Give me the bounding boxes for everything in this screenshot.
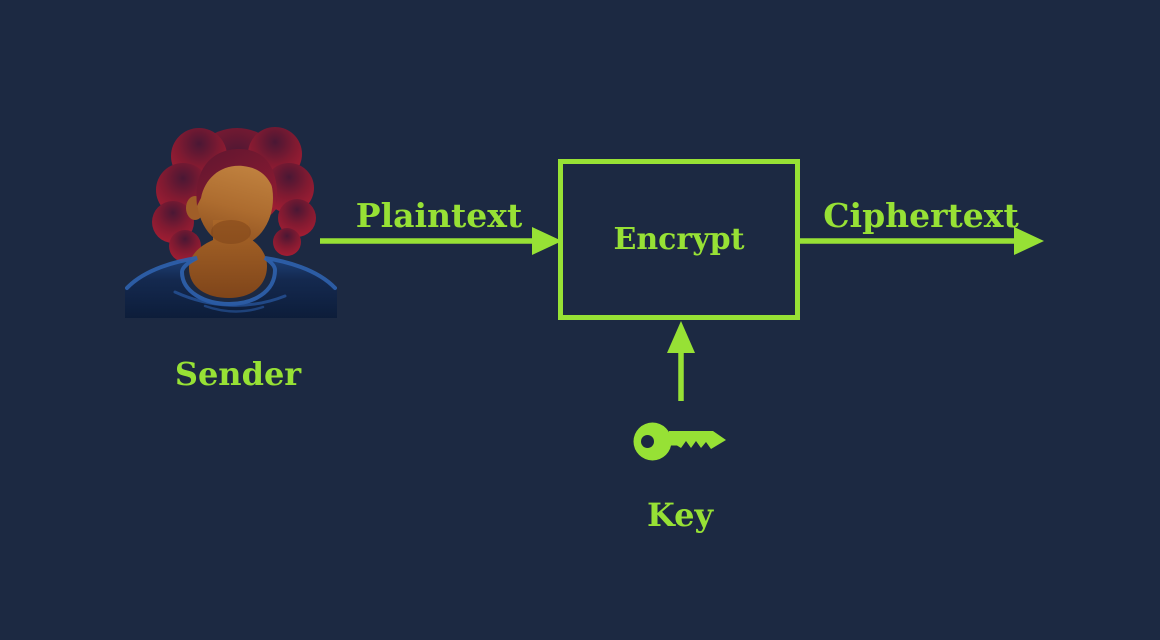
key-label: Key xyxy=(646,496,714,534)
avatar-chin-shadow xyxy=(211,220,251,244)
plaintext-arrow xyxy=(320,227,562,255)
avatar-shirt-fold xyxy=(173,290,287,307)
key-arrow xyxy=(667,321,695,401)
avatar-shirt-fold xyxy=(203,304,265,313)
key-arrowhead xyxy=(667,321,695,353)
key-shaft xyxy=(669,431,726,449)
key-bow-hole xyxy=(641,435,654,448)
sender-avatar xyxy=(125,127,337,318)
ciphertext-arrow xyxy=(800,227,1044,255)
avatar-shirt xyxy=(125,259,337,318)
ciphertext-label: Ciphertext xyxy=(823,196,1019,235)
ciphertext-arrowhead xyxy=(1014,227,1044,255)
plaintext-arrowhead xyxy=(532,227,562,255)
key-icon xyxy=(633,422,726,461)
sender-label: Sender xyxy=(174,355,302,393)
encrypt-label: Encrypt xyxy=(613,222,745,257)
encrypt-box: Encrypt xyxy=(558,159,800,320)
avatar-hairline xyxy=(196,148,278,206)
avatar-neck xyxy=(189,220,267,298)
plaintext-label: Plaintext xyxy=(355,196,523,235)
